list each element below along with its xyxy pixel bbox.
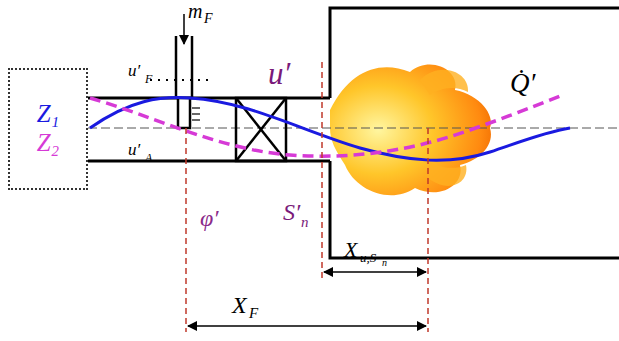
equivalence-ratio: φ′ [200, 206, 219, 230]
fuel-flow: m [188, 1, 202, 21]
flame [330, 65, 491, 196]
velocity: u′ [268, 58, 290, 89]
subscript: F [249, 306, 258, 321]
subscript: F [204, 12, 213, 26]
subscript: n [382, 258, 387, 268]
heat-release: Q̇′ [510, 70, 535, 97]
dotted-marker [150, 79, 208, 81]
impedance-label: Z₁ [37, 100, 60, 129]
subscript: F [145, 73, 152, 85]
fuel-injector [176, 14, 200, 128]
reference-lines [186, 62, 428, 332]
duct-walls [88, 8, 619, 258]
dimension-arrow [188, 325, 426, 327]
centerline [88, 128, 619, 129]
dimension-label: X [232, 293, 247, 317]
dimension-label: X [344, 239, 357, 261]
mode-1-curve [90, 98, 570, 161]
source-box: Z₁Z₂ [8, 68, 88, 190]
dimension-arrow [324, 271, 426, 273]
swirl-number: S′ [283, 200, 300, 224]
subscript: A [145, 152, 152, 164]
fuel-velocity: u′ [128, 62, 140, 79]
mode-2-curve [90, 96, 560, 156]
impedance-label: Z₂ [37, 129, 60, 158]
subscript: u,S [360, 251, 376, 264]
subscript: n [301, 215, 309, 230]
air-velocity: u′ [128, 141, 140, 158]
